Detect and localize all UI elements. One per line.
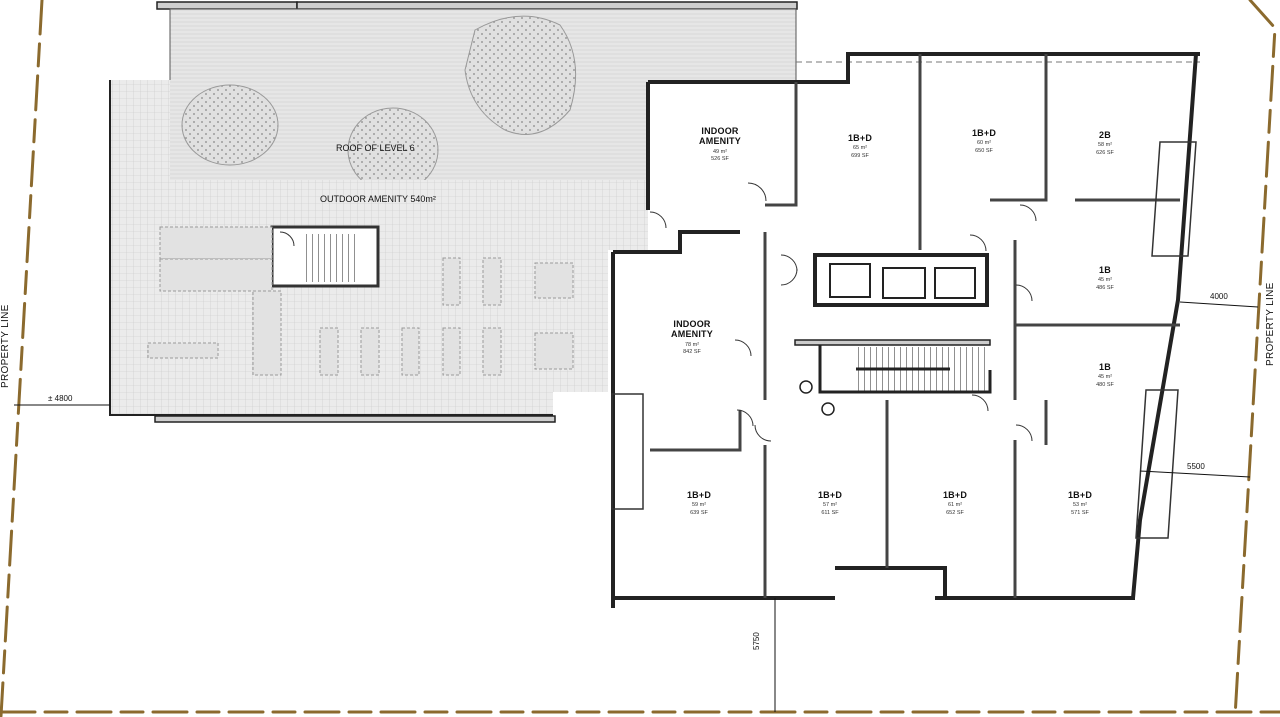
unit-1bd-south-b: 1B+D 57 m² 611 SF xyxy=(790,490,870,516)
unit-area-sf: 626 SF xyxy=(1096,149,1114,156)
unit-area-sf: 480 SF xyxy=(1096,381,1114,388)
balconies xyxy=(611,141,1197,539)
interior-walls xyxy=(650,54,1180,598)
unit-area-sf: 842 SF xyxy=(683,349,701,355)
unit-name: 2B xyxy=(1099,130,1111,140)
unit-area-m2: 53 m² xyxy=(1072,502,1088,509)
building-walls xyxy=(611,52,1200,608)
unit-area-m2: 61 m² xyxy=(947,502,963,509)
unit-name-2: AMENITY xyxy=(671,329,713,340)
unit-1bd-south-a: 1B+D 59 m² 639 SF xyxy=(659,490,739,516)
unit-2b: 2B 58 m² 626 SF xyxy=(1065,130,1145,156)
unit-indoor-amenity-south: INDOOR AMENITY 78 m² 842 SF xyxy=(652,319,732,355)
unit-name: INDOOR xyxy=(673,319,711,329)
east-setback-lower-dimension: 5500 xyxy=(1187,462,1205,471)
unit-name: 1B+D xyxy=(817,490,843,500)
unit-1bd-north-a: 1B+D 65 m² 699 SF xyxy=(820,133,900,159)
unit-name: 1B+D xyxy=(942,490,968,500)
unit-area-m2: 59 m² xyxy=(691,502,707,509)
unit-name: 1B+D xyxy=(847,133,873,143)
unit-area-sf: 639 SF xyxy=(690,509,708,516)
unit-area-sf: 650 SF xyxy=(975,147,993,154)
unit-name-2: AMENITY xyxy=(699,136,741,147)
unit-1bd-north-b: 1B+D 60 m² 650 SF xyxy=(944,128,1024,154)
unit-1bd-south-c: 1B+D 61 m² 652 SF xyxy=(915,490,995,516)
roof-label: ROOF OF LEVEL 6 xyxy=(336,143,415,153)
property-line-label-west: PROPERTY LINE xyxy=(0,304,11,388)
unit-name: 1B xyxy=(1099,265,1111,275)
outdoor-amenity-label: OUTDOOR AMENITY 540m² xyxy=(320,194,436,204)
unit-name: 1B xyxy=(1099,362,1111,372)
unit-area-sf: 611 SF xyxy=(821,509,839,516)
east-setback-upper-dimension: 4000 xyxy=(1210,292,1228,301)
dimension-lines xyxy=(14,301,1259,712)
unit-area-m2: 60 m² xyxy=(976,140,992,147)
unit-area-m2: 78 m² xyxy=(684,341,700,348)
south-setback-dimension: 5750 xyxy=(752,632,761,650)
unit-name: 1B+D xyxy=(1067,490,1093,500)
unit-area-sf: 526 SF xyxy=(711,156,729,162)
building-core xyxy=(794,253,992,416)
property-line-label-east: PROPERTY LINE xyxy=(1265,282,1276,366)
unit-indoor-amenity-north: INDOOR AMENITY 49 m² 526 SF xyxy=(680,126,760,162)
unit-area-m2: 65 m² xyxy=(852,145,868,152)
unit-area-m2: 58 m² xyxy=(1097,142,1113,149)
roof-level-6 xyxy=(110,1,1200,193)
unit-name: 1B+D xyxy=(971,128,997,138)
west-setback-dimension: ± 4800 xyxy=(48,394,73,403)
unit-1b-lower: 1B 45 m² 480 SF xyxy=(1065,362,1145,388)
door-swings xyxy=(649,182,1037,442)
unit-1bd-south-d: 1B+D 53 m² 571 SF xyxy=(1040,490,1120,516)
unit-area-sf: 652 SF xyxy=(946,509,964,516)
unit-name: INDOOR xyxy=(701,126,739,136)
unit-area-m2: 45 m² xyxy=(1097,277,1113,284)
unit-area-sf: 571 SF xyxy=(1071,509,1089,516)
unit-area-sf: 699 SF xyxy=(851,152,869,159)
unit-area-m2: 45 m² xyxy=(1097,374,1113,381)
unit-area-m2: 49 m² xyxy=(712,148,728,155)
outdoor-amenity-terrace xyxy=(109,80,648,423)
unit-area-m2: 57 m² xyxy=(822,502,838,509)
unit-name: 1B+D xyxy=(686,490,712,500)
unit-area-sf: 486 SF xyxy=(1096,284,1114,291)
unit-1b-upper: 1B 45 m² 486 SF xyxy=(1065,265,1145,291)
